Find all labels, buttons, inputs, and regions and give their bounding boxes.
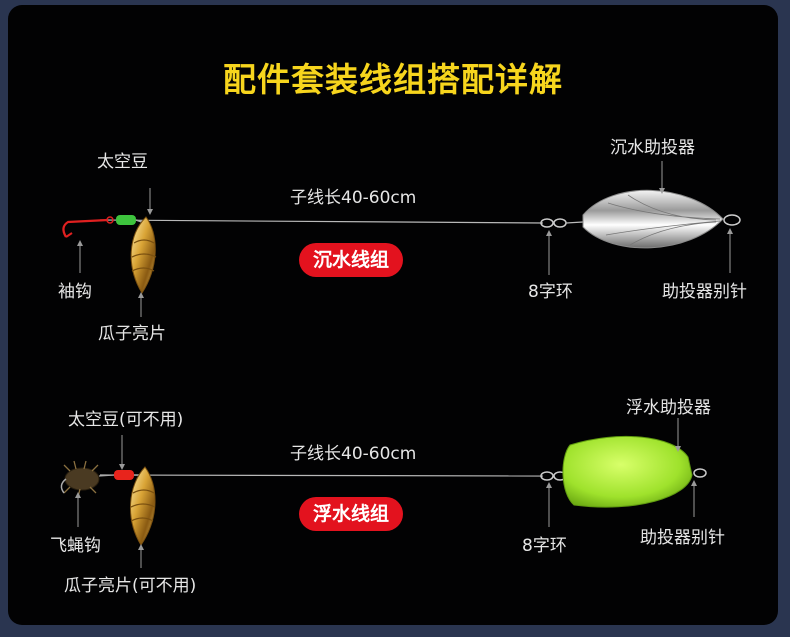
floating-hook-label: 飞蝇钩 [50, 536, 101, 556]
floating-line-length-label: 子线长40-60cm [290, 444, 417, 464]
fly-hook-icon [60, 460, 115, 498]
sinking-bean-icon [116, 215, 136, 225]
floating-pin-label: 助投器别针 [640, 528, 725, 548]
floating-caster-label: 浮水助投器 [626, 398, 711, 418]
floating-main-line [99, 474, 544, 477]
sinking-spoon-icon [130, 216, 157, 294]
floating-spoon-icon [130, 466, 156, 546]
floating-spoon-label: 瓜子亮片(可不用) [64, 576, 197, 596]
floating-bean-icon [114, 470, 134, 480]
floating-caster-icon [562, 435, 707, 508]
floating-swivel-label: 8字环 [522, 536, 567, 556]
sinking-main-line [99, 219, 544, 224]
rig-illustration [60, 161, 741, 568]
sinking-caster-label: 沉水助投器 [610, 138, 695, 158]
sinking-bean-label: 太空豆 [97, 152, 148, 172]
floating-bean-label: 太空豆(可不用) [68, 410, 184, 430]
page-title: 配件套装线组搭配详解 [223, 60, 563, 99]
sinking-hook-icon [62, 216, 114, 238]
floating-rig-badge: 浮水线组 [299, 497, 404, 531]
sinking-spoon-label: 瓜子亮片 [98, 324, 166, 344]
sinking-caster-icon [582, 189, 741, 249]
sinking-swivel-label: 8字环 [528, 282, 573, 302]
sinking-rig-badge: 沉水线组 [299, 243, 404, 277]
detail-panel: 配件套装线组搭配详解 [8, 5, 778, 625]
sinking-hook-label: 袖钩 [58, 282, 92, 302]
sinking-pin-label: 助投器别针 [662, 282, 747, 302]
sinking-swivel-icon [540, 218, 584, 228]
sinking-line-length-label: 子线长40-60cm [290, 188, 417, 208]
